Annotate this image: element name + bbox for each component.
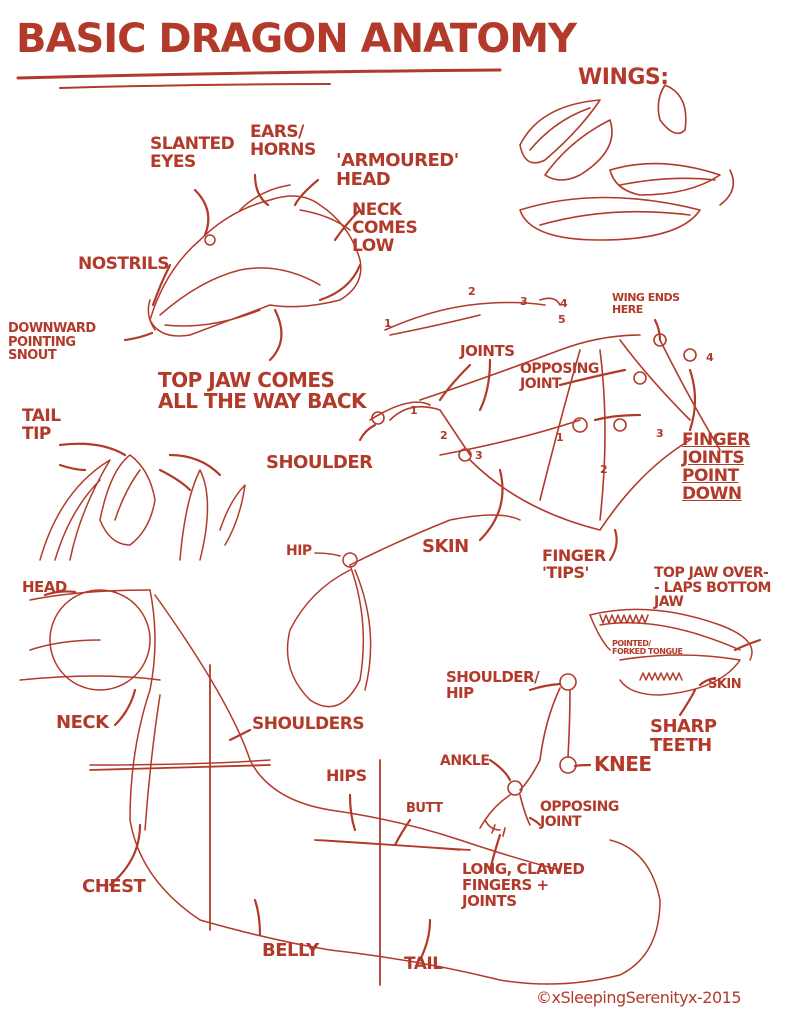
label-wings: WINGS: [578,65,669,90]
page-title: BASIC DRAGON ANATOMY [16,16,577,62]
label-sharp-teeth: SHARP TEETH [650,716,717,756]
arm-number: 3 [475,449,483,462]
label-top-jaw-overlaps: TOP JAW OVER- - LAPS BOTTOM JAW [654,565,771,611]
wing-arm-sketch [369,297,721,531]
label-wing-ends-here: WING ENDS HERE [612,291,680,316]
wing-number: 4 [706,351,714,364]
copyright-signature: ©xSleepingSerenityx-2015 [536,988,742,1007]
leg-sketch [479,673,577,837]
label-neck-comes-low: NECK COMES LOW [352,200,418,256]
hand-number: 5 [558,313,566,326]
leg-arrows [488,682,592,872]
label-slanted-eyes: SLANTED EYES [150,134,235,172]
label-ears-horns: EARS/ HORNS [250,122,316,160]
label-skin-jaw: SKIN [708,677,742,692]
label-head: HEAD [22,578,67,596]
label-finger-joints: FINGER JOINTS POINT DOWN [682,430,750,504]
tail-tip-arrows [58,442,222,492]
label-belly: BELLY [262,940,319,961]
head-sketch [147,184,362,337]
arm-number: 2 [440,429,448,442]
label-opposing-joint-wing: OPPOSING JOINT [520,361,599,392]
hand-number: 3 [520,295,528,308]
body-arrows [43,590,432,962]
wing-number: 3 [656,427,664,440]
label-knee: KNEE [594,752,652,776]
label-pointed-tongue: POINTED/ FORKED TONGUE [612,639,683,657]
wing-arrows [358,318,697,562]
label-chest: CHEST [82,876,146,897]
title-underline [16,68,502,80]
arm-number: 1 [410,404,418,417]
label-joints: JOINTS [460,342,515,360]
label-butt: BUTT [406,801,443,816]
hand-number: 2 [468,285,476,298]
label-downward-snout: DOWNWARD POINTING SNOUT [8,321,96,364]
label-hip: HIP [286,543,312,559]
label-armoured-head: 'ARMOURED' HEAD [336,150,459,190]
hip-tail-sketch [286,514,521,708]
label-top-jaw-back: TOP JAW COMES ALL THE WAY BACK [158,368,367,413]
label-opposing-joint-leg: OPPOSING JOINT [540,799,619,830]
label-tail-tip: TAIL TIP [22,406,61,444]
label-skin-wing: SKIN [422,536,469,557]
label-shoulder-hip: SHOULDER/ HIP [446,668,540,702]
jaw-arrows [678,638,762,717]
label-long-clawed: LONG, CLAWED FINGERS + JOINTS [462,860,585,910]
label-tail: TAIL [404,954,443,974]
label-ankle: ANKLE [440,753,490,769]
label-finger-tips: FINGER 'TIPS' [542,546,606,582]
hand-number: 1 [384,317,392,330]
label-neck: NECK [56,712,109,733]
head-arrows [123,173,362,362]
wing-number: 1 [556,431,564,444]
title-underline-2 [59,83,331,89]
jaw-sketch [589,608,753,696]
label-shoulders: SHOULDERS [252,714,365,734]
tail-tip-sketches [39,454,246,561]
label-shoulder: SHOULDER [266,452,373,473]
label-nostrils: NOSTRILS [78,254,170,274]
hand-number: 4 [560,297,568,310]
wing-number: 2 [600,463,608,476]
body-sketch [19,589,661,986]
label-hips: HIPS [326,766,367,785]
wing-sketches [519,84,735,241]
